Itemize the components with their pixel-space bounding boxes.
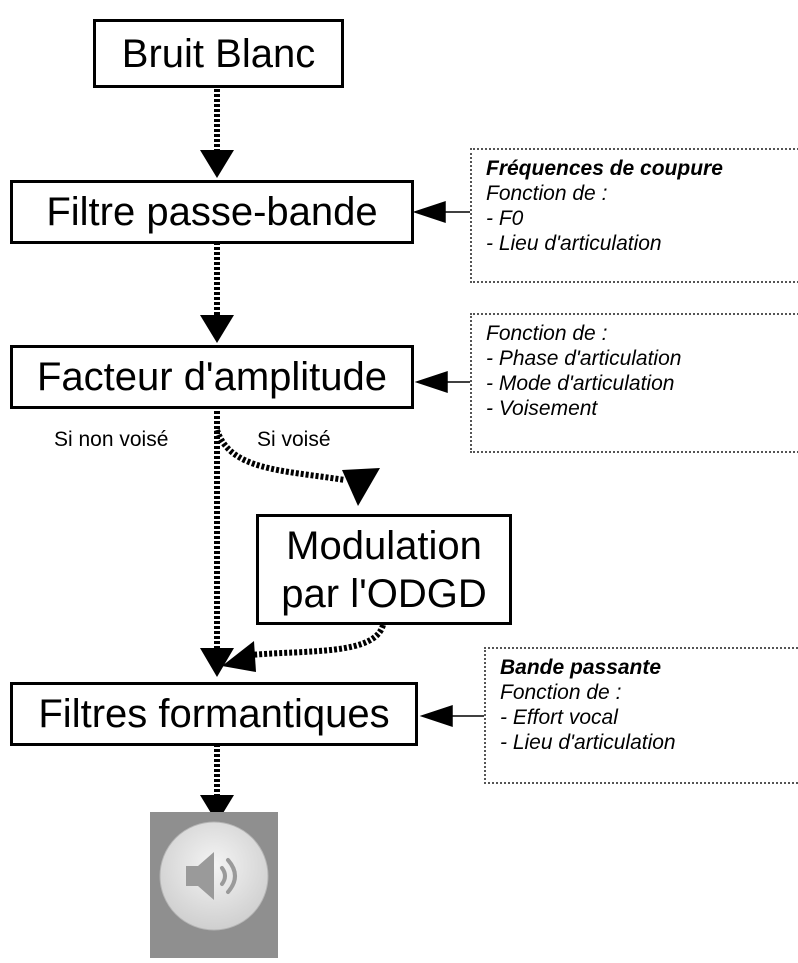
arrowhead-connector-bande — [419, 704, 453, 728]
node-bruit-blanc: Bruit Blanc — [93, 19, 344, 88]
node-filtre-passe-bande: Filtre passe-bande — [10, 180, 414, 244]
speaker-icon — [150, 812, 278, 958]
arrowhead-facteur — [200, 315, 234, 343]
note-frequences-line: - Lieu d'articulation — [486, 232, 662, 255]
note-bande-title: Bande passante — [500, 656, 662, 679]
note-frequences-line: Fonction de : — [486, 182, 608, 205]
node-facteur-amplitude: Facteur d'amplitude — [10, 345, 414, 409]
note-bande-line: Fonction de : — [500, 681, 622, 704]
note-amplitude-line: Fonction de : — [486, 322, 608, 345]
note-bande-line: - Effort vocal — [500, 706, 618, 729]
node-modulation: Modulation par l'ODGD — [256, 514, 512, 625]
note-bande-passante: Bande passante Fonction de : - Effort vo… — [484, 647, 798, 784]
arrowhead-filtres-left — [200, 648, 234, 677]
note-frequences-title: Fréquences de coupure — [486, 157, 723, 180]
arrowhead-connector-frequences — [412, 200, 446, 224]
node-bruit-blanc-label: Bruit Blanc — [121, 31, 316, 76]
note-frequences-de-coupure: Fréquences de coupure Fonction de : - F0… — [470, 148, 798, 283]
note-amplitude-line: - Phase d'articulation — [486, 347, 682, 370]
node-facteur-amplitude-label: Facteur d'amplitude — [36, 355, 388, 399]
node-modulation-line1: Modulation — [286, 523, 482, 568]
note-bande-line: - Lieu d'articulation — [500, 731, 676, 754]
arrowhead-filtre — [200, 150, 234, 178]
note-facteur-amplitude: Fonction de : - Phase d'articulation - M… — [470, 313, 798, 453]
arrow-facteur-to-modulation-voise — [214, 428, 346, 483]
node-filtres-formantiques: Filtres formantiques — [10, 682, 418, 746]
note-frequences-line: - F0 — [486, 207, 524, 230]
arrowhead-speaker — [200, 795, 234, 823]
note-amplitude-line: - Voisement — [486, 397, 598, 420]
arrow-modulation-to-filtres — [249, 623, 386, 658]
arrowhead-filtres-right — [222, 641, 256, 672]
note-amplitude-line: - Mode d'articulation — [486, 372, 675, 395]
node-modulation-line2: par l'ODGD — [281, 571, 487, 616]
node-filtres-formantiques-label: Filtres formantiques — [38, 692, 390, 736]
speaker-icon-graphic — [159, 821, 269, 931]
branch-label-non-voise: Si non voisé — [54, 428, 169, 451]
branch-label-voise: Si voisé — [257, 428, 331, 451]
node-filtre-passe-bande-label: Filtre passe-bande — [46, 190, 378, 234]
arrowhead-connector-amplitude — [414, 370, 448, 394]
arrowhead-modulation — [342, 468, 380, 506]
